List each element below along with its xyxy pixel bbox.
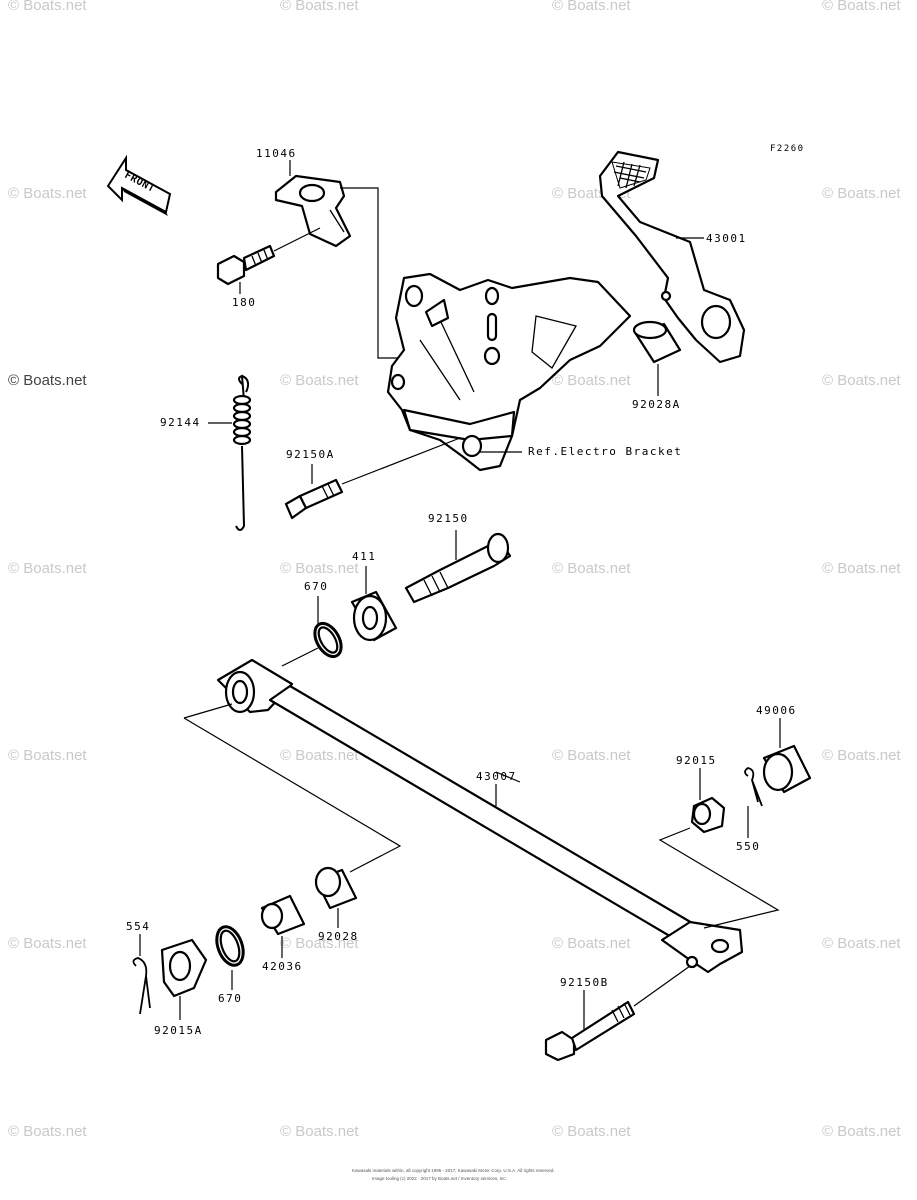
watermark: © Boats.net xyxy=(8,560,87,577)
part-11046-bracket xyxy=(274,174,352,248)
watermark: © Boats.net xyxy=(280,372,359,389)
watermark: © Boats.net xyxy=(552,372,631,389)
callout-92015: 92015 xyxy=(676,754,717,767)
watermark: © Boats.net xyxy=(822,0,901,14)
part-92150-pin xyxy=(404,532,512,604)
callout-92150B: 92150B xyxy=(560,976,609,989)
ref-electro-bracket xyxy=(386,272,632,472)
callout-554: 554 xyxy=(126,920,150,933)
footer-credit: Image tooling (c) 2022 - 2017 by Boats.n… xyxy=(372,1176,507,1181)
part-49006-bushing xyxy=(762,744,812,794)
part-43007-rod xyxy=(216,658,744,974)
callout-92028: 92028 xyxy=(318,930,359,943)
callout-92144: 92144 xyxy=(160,416,201,429)
watermark: © Boats.net xyxy=(822,1123,901,1140)
watermark: © Boats.net xyxy=(280,935,359,952)
leader xyxy=(340,187,402,359)
part-670-o-ring-lower xyxy=(215,925,245,967)
watermark: © Boats.net xyxy=(822,185,901,202)
footer-copyright: Kawasaki materials within, all copyright… xyxy=(352,1168,555,1173)
watermark: © Boats.net xyxy=(552,1123,631,1140)
callout-670-lower: 670 xyxy=(218,992,242,1005)
figure-code: F2260 xyxy=(770,144,805,154)
watermark: © Boats.net xyxy=(280,1123,359,1140)
leader xyxy=(281,647,319,667)
watermark: © Boats.net xyxy=(822,560,901,577)
part-180-bolt xyxy=(216,244,276,286)
part-92150B-bolt xyxy=(544,1000,636,1062)
leader xyxy=(341,437,461,485)
watermark: © Boats.net xyxy=(280,560,359,577)
watermark: © Boats.net xyxy=(8,935,87,952)
watermark: © Boats.net xyxy=(822,747,901,764)
part-411-washer xyxy=(350,590,398,642)
watermark: © Boats.net xyxy=(8,0,87,14)
part-42036-collar xyxy=(260,894,306,936)
watermark: © Boats.net xyxy=(280,747,359,764)
callout-180: 180 xyxy=(232,296,256,309)
leader xyxy=(273,227,321,252)
callout-670-upper: 670 xyxy=(304,580,328,593)
part-92150A-pin xyxy=(284,478,344,520)
part-92028-bushing xyxy=(314,866,358,910)
callout-ref-electro-bracket: Ref.Electro Bracket xyxy=(528,445,682,458)
watermark: © Boats.net xyxy=(822,372,901,389)
watermark: © Boats.net xyxy=(280,0,359,14)
watermark: © Boats.net xyxy=(552,560,631,577)
callout-42036: 42036 xyxy=(262,960,303,973)
watermark: © Boats.net xyxy=(8,185,87,202)
part-92015A-collar xyxy=(160,938,208,998)
part-92015-collar xyxy=(690,796,726,834)
callout-43007: 43007 xyxy=(476,770,517,783)
watermark: © Boats.net xyxy=(8,747,87,764)
part-554-cotter-pin xyxy=(132,957,151,1015)
callout-92150A: 92150A xyxy=(286,448,335,461)
watermark: © Boats.net xyxy=(552,747,631,764)
part-92144-spring xyxy=(232,374,252,531)
watermark: © Boats.net xyxy=(8,1123,87,1140)
watermark: © Boats.net xyxy=(552,0,631,14)
callout-92150: 92150 xyxy=(428,512,469,525)
callout-550: 550 xyxy=(736,840,760,853)
callout-43001: 43001 xyxy=(706,232,747,245)
front-arrow-icon: FRONT xyxy=(106,154,172,216)
callout-92028A: 92028A xyxy=(632,398,681,411)
leader xyxy=(633,965,691,1007)
watermark: © Boats.net xyxy=(552,935,631,952)
part-43001-brake-pedal xyxy=(598,150,746,364)
callout-49006: 49006 xyxy=(756,704,797,717)
part-550-cotter-pin xyxy=(744,767,763,807)
watermark: © Boats.net xyxy=(8,372,87,389)
callout-11046: 11046 xyxy=(256,147,297,160)
leader xyxy=(183,703,402,873)
leader xyxy=(495,771,780,929)
watermark: © Boats.net xyxy=(822,935,901,952)
part-670-o-ring-upper xyxy=(313,621,343,659)
callout-411: 411 xyxy=(352,550,376,563)
watermarks: © Boats.net © Boats.net © Boats.net © Bo… xyxy=(8,0,901,1140)
callout-92015A: 92015A xyxy=(154,1024,203,1037)
part-92028A-bushing xyxy=(632,320,682,364)
